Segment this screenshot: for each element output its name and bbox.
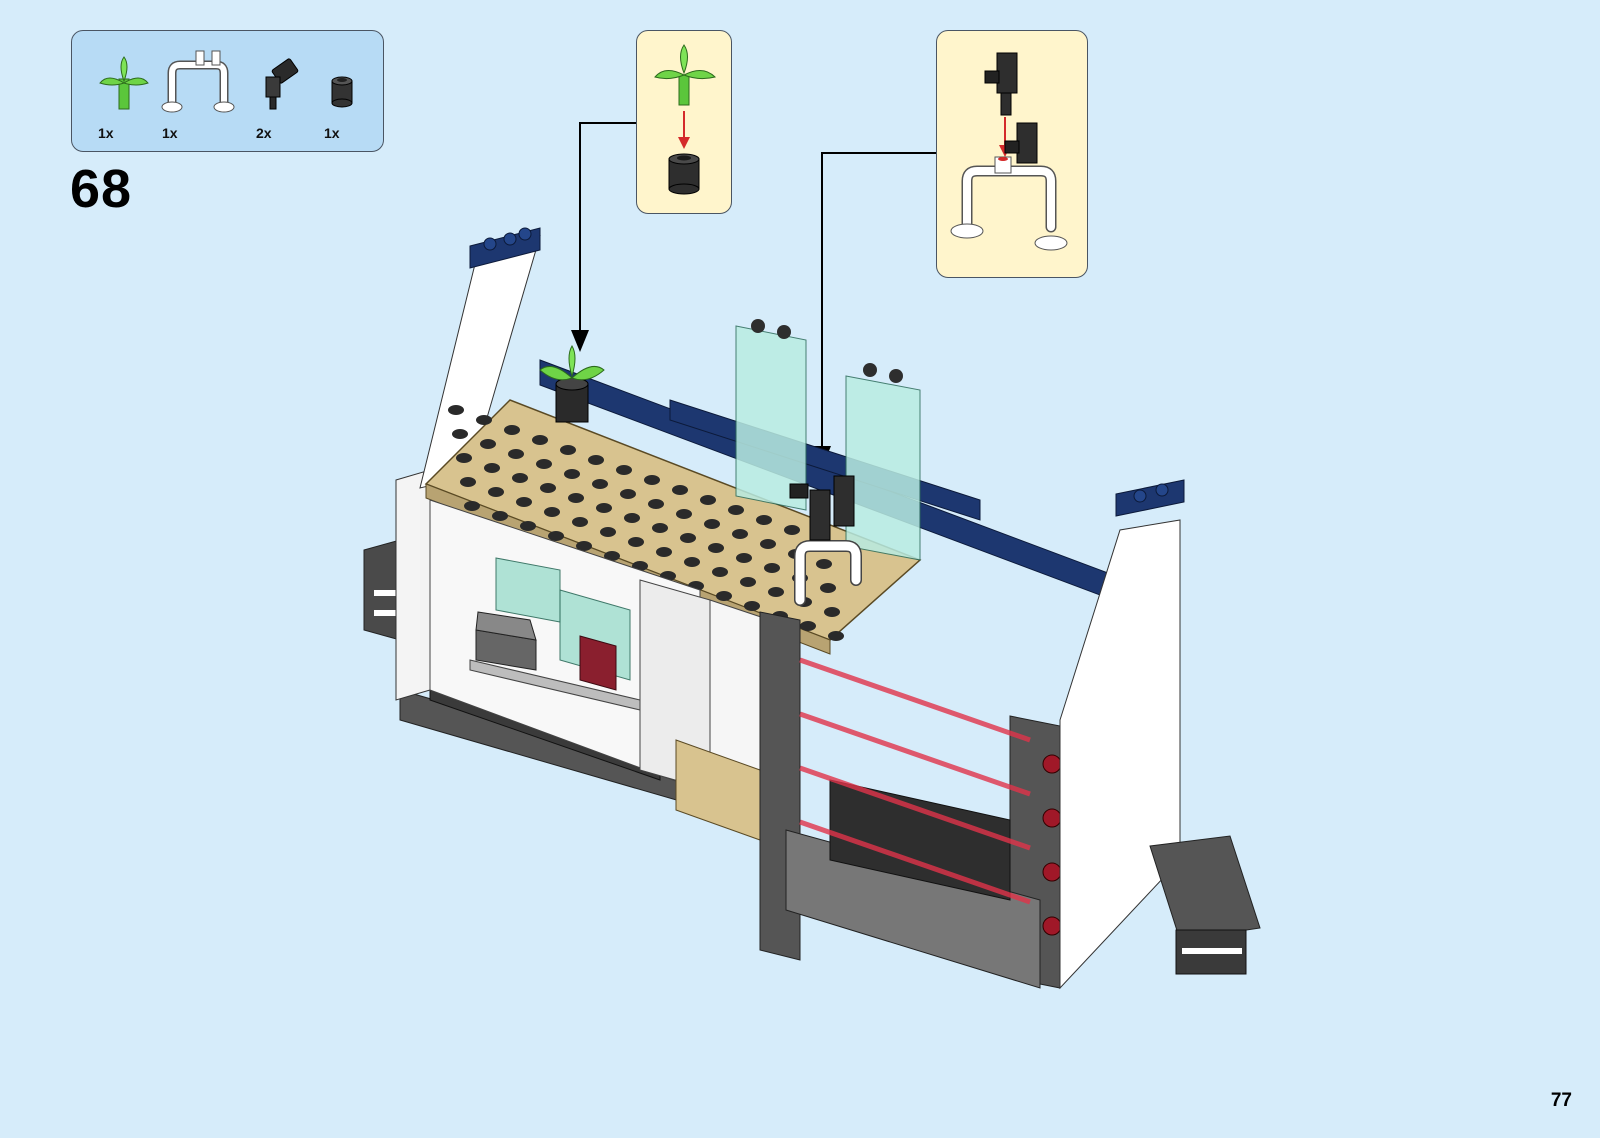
plate-stud	[744, 601, 760, 611]
plate-stud	[564, 469, 580, 479]
plate-stud	[624, 513, 640, 523]
plate-stud	[700, 495, 716, 505]
plate-stud	[704, 519, 720, 529]
plate-stud	[736, 553, 752, 563]
plate-stud	[820, 583, 836, 593]
plate-stud	[628, 537, 644, 547]
plate-stud	[568, 493, 584, 503]
plate-stud	[824, 607, 840, 617]
plate-stud	[756, 515, 772, 525]
plate-stud	[516, 497, 532, 507]
plate-stud	[616, 465, 632, 475]
page-number: 77	[1551, 1090, 1572, 1112]
plate-stud	[532, 435, 548, 445]
plate-stud	[560, 445, 576, 455]
plate-stud	[508, 449, 524, 459]
plate-stud	[488, 487, 504, 497]
left-side-block	[364, 540, 400, 640]
plate-stud	[480, 439, 496, 449]
plate-stud	[644, 475, 660, 485]
plate-stud	[600, 527, 616, 537]
laser-emitter	[1043, 917, 1061, 935]
plate-stud	[464, 501, 480, 511]
plate-stud	[448, 405, 464, 415]
plate-stud	[492, 511, 508, 521]
plate-stud	[476, 415, 492, 425]
plate-stud	[520, 521, 536, 531]
plate-stud	[572, 517, 588, 527]
plate-stud	[536, 459, 552, 469]
laser-emitter	[1043, 755, 1061, 773]
plate-stud	[456, 453, 472, 463]
plate-stud	[504, 425, 520, 435]
plate-stud	[484, 463, 500, 473]
plate-stud	[768, 587, 784, 597]
plate-stud	[708, 543, 724, 553]
plate-stud	[672, 485, 688, 495]
plate-stud	[764, 563, 780, 573]
plate-stud	[652, 523, 668, 533]
plate-stud	[684, 557, 700, 567]
plate-stud	[544, 507, 560, 517]
plate-stud	[784, 525, 800, 535]
right-wall	[1060, 480, 1260, 988]
laser-emitter	[1043, 809, 1061, 827]
plate-stud	[512, 473, 528, 483]
plate-stud	[548, 531, 564, 541]
plate-stud	[588, 455, 604, 465]
laser-emitter	[1043, 863, 1061, 881]
plate-stud	[800, 621, 816, 631]
plate-stud	[680, 533, 696, 543]
plate-stud	[648, 499, 664, 509]
plate-stud	[656, 547, 672, 557]
plate-stud	[620, 489, 636, 499]
plate-stud	[828, 631, 844, 641]
plate-stud	[732, 529, 748, 539]
plate-stud	[716, 591, 732, 601]
plate-stud	[540, 483, 556, 493]
plate-stud	[460, 477, 476, 487]
plate-stud	[816, 559, 832, 569]
plate-stud	[760, 539, 776, 549]
plate-stud	[728, 505, 744, 515]
plate-stud	[676, 509, 692, 519]
plate-stud	[740, 577, 756, 587]
plate-stud	[712, 567, 728, 577]
plate-stud	[452, 429, 468, 439]
laser-gate	[760, 612, 1060, 988]
plate-stud	[592, 479, 608, 489]
plate-stud	[596, 503, 612, 513]
